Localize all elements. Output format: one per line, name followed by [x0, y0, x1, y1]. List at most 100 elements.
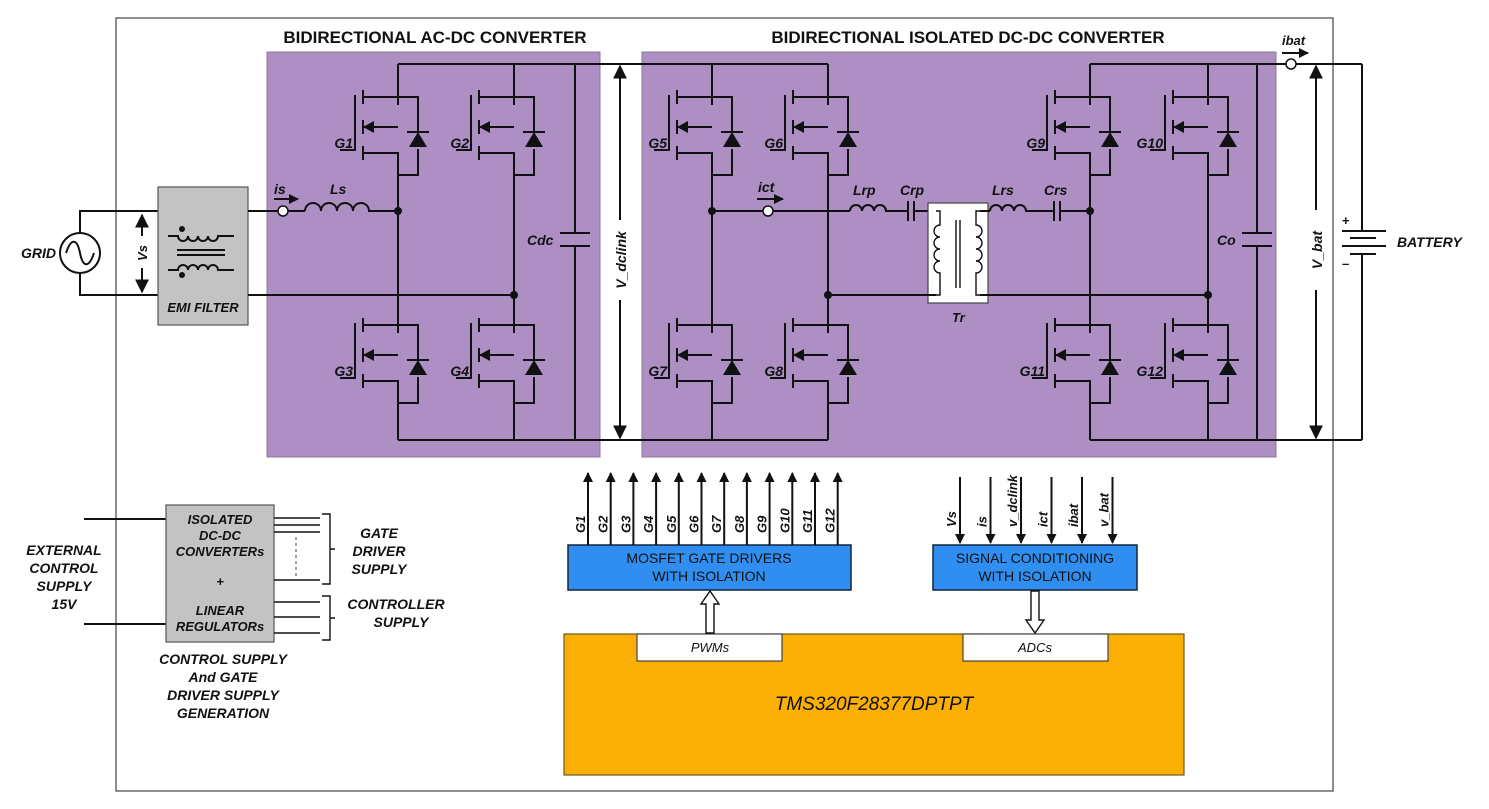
supply-box-line-4: +	[216, 574, 224, 589]
tr-label: Tr	[952, 310, 966, 325]
battery-minus: –	[1342, 256, 1349, 271]
sine-icon	[65, 240, 95, 266]
signal-input-label: ict	[1036, 511, 1051, 527]
supply-box-line-2: DC-DC	[199, 528, 241, 543]
battery-icon	[1342, 230, 1386, 255]
diode-icon	[409, 360, 427, 375]
battery-section: ibat V_bat + – BATTERY	[1282, 33, 1463, 440]
controller-supply-line-1: CONTROLLER	[347, 596, 445, 612]
gate-output-g2: G2	[596, 472, 616, 545]
switch-label: G3	[334, 363, 353, 379]
gate-output-label: G5	[664, 515, 679, 533]
grid-source: GRID	[21, 210, 158, 296]
diode-icon	[723, 360, 741, 375]
lrp-inductor-icon	[849, 204, 908, 212]
mosfet-g9: G9	[1026, 87, 1121, 193]
ict-label: ict	[758, 179, 776, 195]
mosfet-g8: G8	[764, 315, 859, 421]
gate-output-label: G10	[777, 508, 792, 533]
gate-output-label: G11	[800, 509, 815, 533]
diode-icon	[1219, 360, 1237, 375]
external-supply-line-1: EXTERNAL	[26, 542, 101, 558]
diode-icon	[839, 132, 857, 147]
grid-label: GRID	[21, 245, 56, 261]
diode-icon	[723, 132, 741, 147]
ac-dc-title: BIDIRECTIONAL AC-DC CONVERTER	[283, 28, 586, 47]
gate-output-label: G1	[573, 516, 588, 533]
diode-icon	[1101, 132, 1119, 147]
supply-box-line-6: REGULATORs	[176, 619, 264, 634]
outer-frame	[115, 17, 1334, 792]
supply-caption-line-2: And GATE	[188, 669, 259, 685]
supply-caption-line-1: CONTROL SUPPLY	[159, 651, 288, 667]
controller-block: PWMs ADCs TMS320F28377DPTPT	[563, 589, 1185, 776]
vs-measurement: Vs	[135, 213, 150, 294]
diode-icon	[409, 132, 427, 147]
signal-conditioning-title-1: SIGNAL CONDITIONING	[956, 550, 1114, 566]
external-supply-line-2: CONTROL	[29, 560, 98, 576]
switch-label: G11	[1020, 363, 1046, 379]
ac-dc-converter-region	[266, 51, 601, 458]
mosfet-g11: G11	[1020, 315, 1121, 421]
mosfet-g4: G4	[450, 315, 545, 421]
signal-input-ict: ict	[1036, 477, 1057, 544]
signal-input-label: is	[975, 516, 990, 527]
crs-label: Crs	[1044, 182, 1068, 198]
transformer: Tr	[927, 202, 989, 325]
gate-output-label: G2	[596, 515, 611, 533]
switch-label: G4	[450, 363, 469, 379]
switch-label: G6	[764, 135, 783, 151]
gate-output-g9: G9	[755, 472, 775, 545]
mosfet-g10: G10	[1137, 87, 1239, 193]
gate-output-g7: G7	[709, 472, 730, 545]
controller-supply-line-2: SUPPLY	[374, 614, 431, 630]
crp-label: Crp	[900, 182, 925, 198]
dc-dc-title: BIDIRECTIONAL ISOLATED DC-DC CONVERTER	[771, 28, 1164, 47]
mosfet-g7: G7	[648, 315, 743, 421]
mosfet-g6: G6	[764, 87, 859, 193]
gate-output-g11: G11	[800, 472, 820, 545]
signal-input-v-dclink: v_dclink	[1005, 474, 1026, 544]
diode-icon	[525, 132, 543, 147]
control-supply-section: EXTERNAL CONTROL SUPPLY 15V ISOLATED DC-…	[26, 504, 445, 721]
mosfet-g5: G5	[648, 87, 743, 193]
gate-driver-supply-line-1: GATE	[360, 525, 399, 541]
switch-label: G2	[450, 135, 469, 151]
ls-inductor-icon	[304, 202, 398, 212]
switch-label: G7	[648, 363, 668, 379]
signal-input-ibat: ibat	[1066, 477, 1087, 544]
signal-input-vs: Vs	[944, 477, 965, 544]
ibat-label: ibat	[1282, 33, 1306, 48]
ibat-terminal	[1285, 58, 1297, 70]
gate-output-label: G8	[732, 515, 747, 533]
diode-icon	[525, 360, 543, 375]
is-terminal	[277, 205, 289, 217]
switch-label: G1	[334, 135, 353, 151]
switch-label: G8	[764, 363, 783, 379]
battery-plus: +	[1342, 213, 1350, 228]
gate-output-label: G9	[755, 515, 770, 533]
vdclink-label: V_dclink	[613, 230, 629, 289]
mosfet-g3: G3	[334, 315, 429, 421]
diode-icon	[1219, 132, 1237, 147]
supply-box	[165, 504, 275, 643]
adc-label: ADCs	[1017, 640, 1052, 655]
lrs-inductor-icon	[989, 204, 1054, 212]
signal-input-label: v_dclink	[1005, 474, 1020, 527]
signal-conditioning-title-2: WITH ISOLATION	[978, 568, 1091, 584]
signal-input-v-bat: v_bat	[1097, 477, 1118, 544]
switch-label: G9	[1026, 135, 1045, 151]
emi-filter: EMI FILTER	[157, 186, 249, 326]
dc-dc-converter-region	[641, 51, 1277, 458]
vdclink-measurement: V_dclink	[613, 64, 629, 440]
diode-icon	[839, 360, 857, 375]
pwm-to-driver-arrow	[699, 589, 721, 634]
signal-input-label: Vs	[944, 511, 959, 527]
controller-name: TMS320F28377DPTPT	[775, 694, 975, 715]
gate-output-label: G6	[687, 515, 702, 533]
switch-label: G10	[1137, 135, 1164, 151]
gate-output-g10: G10	[777, 472, 798, 545]
